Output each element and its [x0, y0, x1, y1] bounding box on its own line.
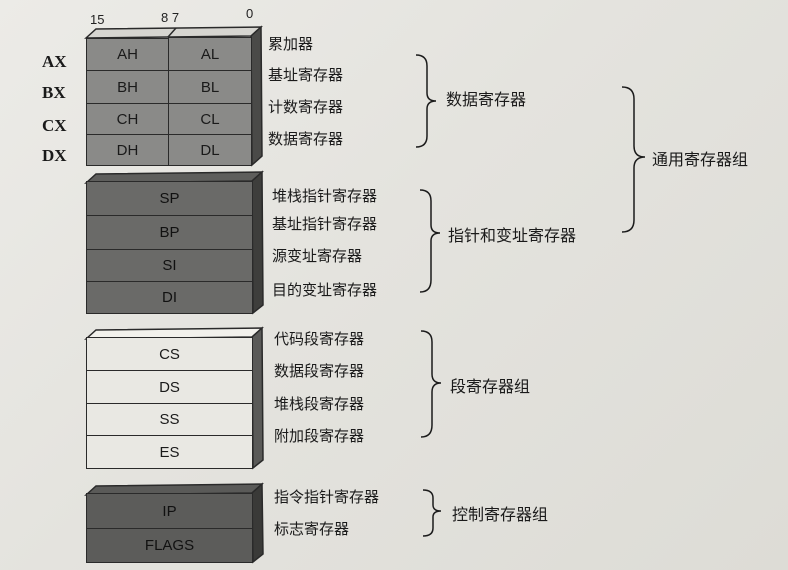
register-es: ES	[86, 435, 253, 469]
bit-label-15: 15	[90, 12, 105, 27]
register-cs: CS	[86, 337, 253, 371]
register-ah: AH	[86, 38, 169, 71]
bit-label-0: 0	[246, 6, 254, 21]
desc-source-index: 源变址寄存器	[272, 247, 363, 265]
desc-count-register: 计数寄存器	[268, 98, 344, 116]
register-ss: SS	[86, 403, 253, 436]
desc-base-register: 基址寄存器	[268, 66, 344, 84]
group-label-data-registers: 数据寄存器	[446, 90, 527, 109]
register-sp: SP	[86, 181, 253, 216]
desc-accumulator: 累加器	[268, 35, 314, 53]
register-dl: DL	[168, 134, 252, 166]
desc-instruction-pointer: 指令指针寄存器	[274, 488, 380, 506]
register-ds: DS	[86, 370, 253, 404]
desc-code-segment: 代码段寄存器	[274, 330, 365, 348]
register-ch: CH	[86, 103, 169, 135]
register-ip: IP	[86, 493, 253, 529]
group-label-general-purpose: 通用寄存器组	[652, 150, 749, 169]
register-flags: FLAGS	[86, 528, 253, 563]
register-bl: BL	[168, 70, 252, 104]
register-bh: BH	[86, 70, 169, 104]
register-name-dx: DX	[42, 146, 67, 165]
register-al: AL	[168, 37, 252, 71]
register-name-cx: CX	[42, 116, 67, 135]
desc-base-pointer: 基址指针寄存器	[272, 215, 378, 233]
register-bp: BP	[86, 215, 253, 250]
register-di: DI	[86, 281, 253, 314]
register-cl: CL	[168, 103, 252, 135]
bit-label-8-7: 8 7	[161, 10, 180, 25]
register-name-bx: BX	[42, 83, 66, 102]
desc-extra-segment: 附加段寄存器	[274, 427, 365, 445]
desc-stack-pointer: 堆栈指针寄存器	[272, 187, 378, 205]
desc-stack-segment: 堆栈段寄存器	[274, 395, 365, 413]
desc-flags-register: 标志寄存器	[274, 520, 350, 538]
register-name-ax: AX	[42, 52, 67, 71]
desc-data-register: 数据寄存器	[268, 130, 344, 148]
register-dh: DH	[86, 134, 169, 166]
register-si: SI	[86, 249, 253, 282]
group-label-segment: 段寄存器组	[450, 377, 531, 396]
group-label-pointer-index: 指针和变址寄存器	[448, 226, 577, 245]
desc-destination-index: 目的变址寄存器	[272, 281, 378, 299]
desc-data-segment: 数据段寄存器	[274, 362, 365, 380]
group-label-control: 控制寄存器组	[452, 505, 549, 524]
